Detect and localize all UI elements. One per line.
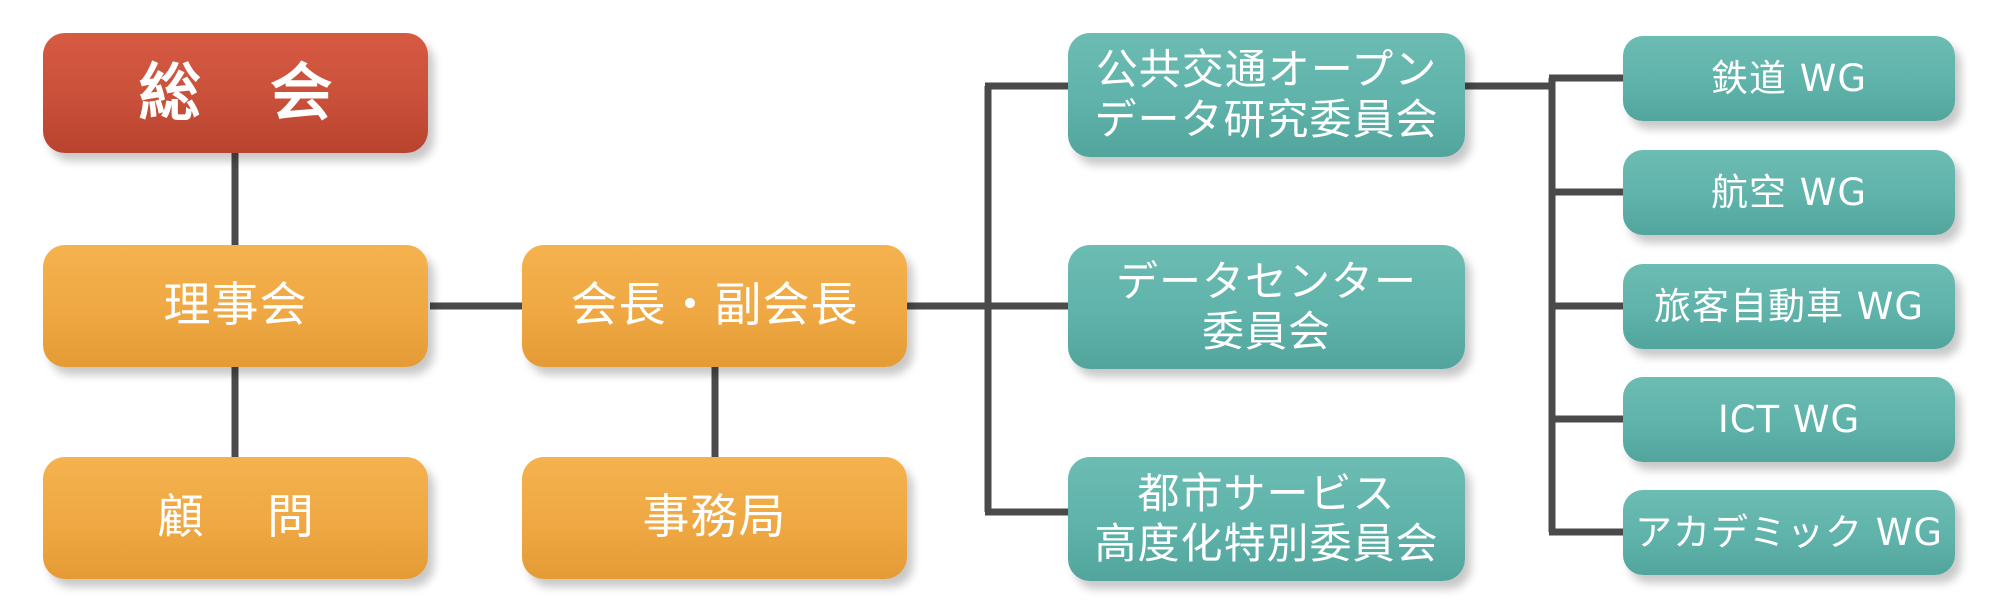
secretariat-label: 事務局 <box>642 490 787 546</box>
wg-label: アカデミック WG <box>1634 510 1944 554</box>
committee-line1: データセンター <box>1115 257 1417 307</box>
wg-label: ICT WG <box>1717 397 1861 441</box>
wg-academic-box: アカデミック WG <box>1623 490 1955 575</box>
secretariat-box: 事務局 <box>522 457 907 579</box>
committee-line2: 高度化特別委員会 <box>1094 519 1439 568</box>
general-assembly-label: 総 会 <box>138 56 357 130</box>
wg-label: 航空 WG <box>1710 170 1868 214</box>
wg-aviation-box: 航空 WG <box>1623 150 1955 235</box>
general-assembly-box: 総 会 <box>43 33 428 153</box>
committee-line2: データ研究委員会 <box>1094 95 1439 144</box>
advisor-box: 顧 問 <box>43 457 428 579</box>
committee-line2: 委員会 <box>1201 307 1331 356</box>
board-label: 理事会 <box>163 278 308 334</box>
wg-ict-box: ICT WG <box>1623 377 1955 462</box>
wg-railway-box: 鉄道 WG <box>1623 36 1955 121</box>
board-box: 理事会 <box>43 245 428 367</box>
advisor-label: 顧 問 <box>157 490 338 546</box>
president-label: 会長・副会長 <box>570 278 859 334</box>
wg-label: 旅客自動車 WG <box>1653 284 1925 328</box>
urban-service-committee-box: 都市サービス 高度化特別委員会 <box>1068 457 1465 581</box>
wg-label: 鉄道 WG <box>1710 56 1868 100</box>
committee-line1: 都市サービス <box>1137 469 1396 519</box>
datacenter-committee-box: データセンター 委員会 <box>1068 245 1465 369</box>
wg-passenger-vehicle-box: 旅客自動車 WG <box>1623 264 1955 349</box>
committee-line1: 公共交通オープン <box>1095 45 1438 95</box>
opendata-committee-box: 公共交通オープン データ研究委員会 <box>1068 33 1465 157</box>
president-box: 会長・副会長 <box>522 245 907 367</box>
